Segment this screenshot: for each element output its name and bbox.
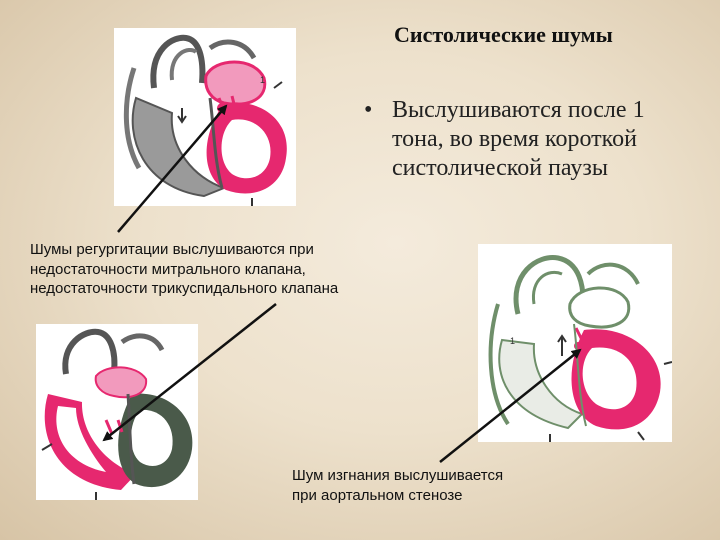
arrow-to-bottom-heart — [104, 304, 276, 440]
arrow-to-right-heart — [440, 350, 580, 462]
arrow-to-top-heart — [118, 106, 226, 232]
